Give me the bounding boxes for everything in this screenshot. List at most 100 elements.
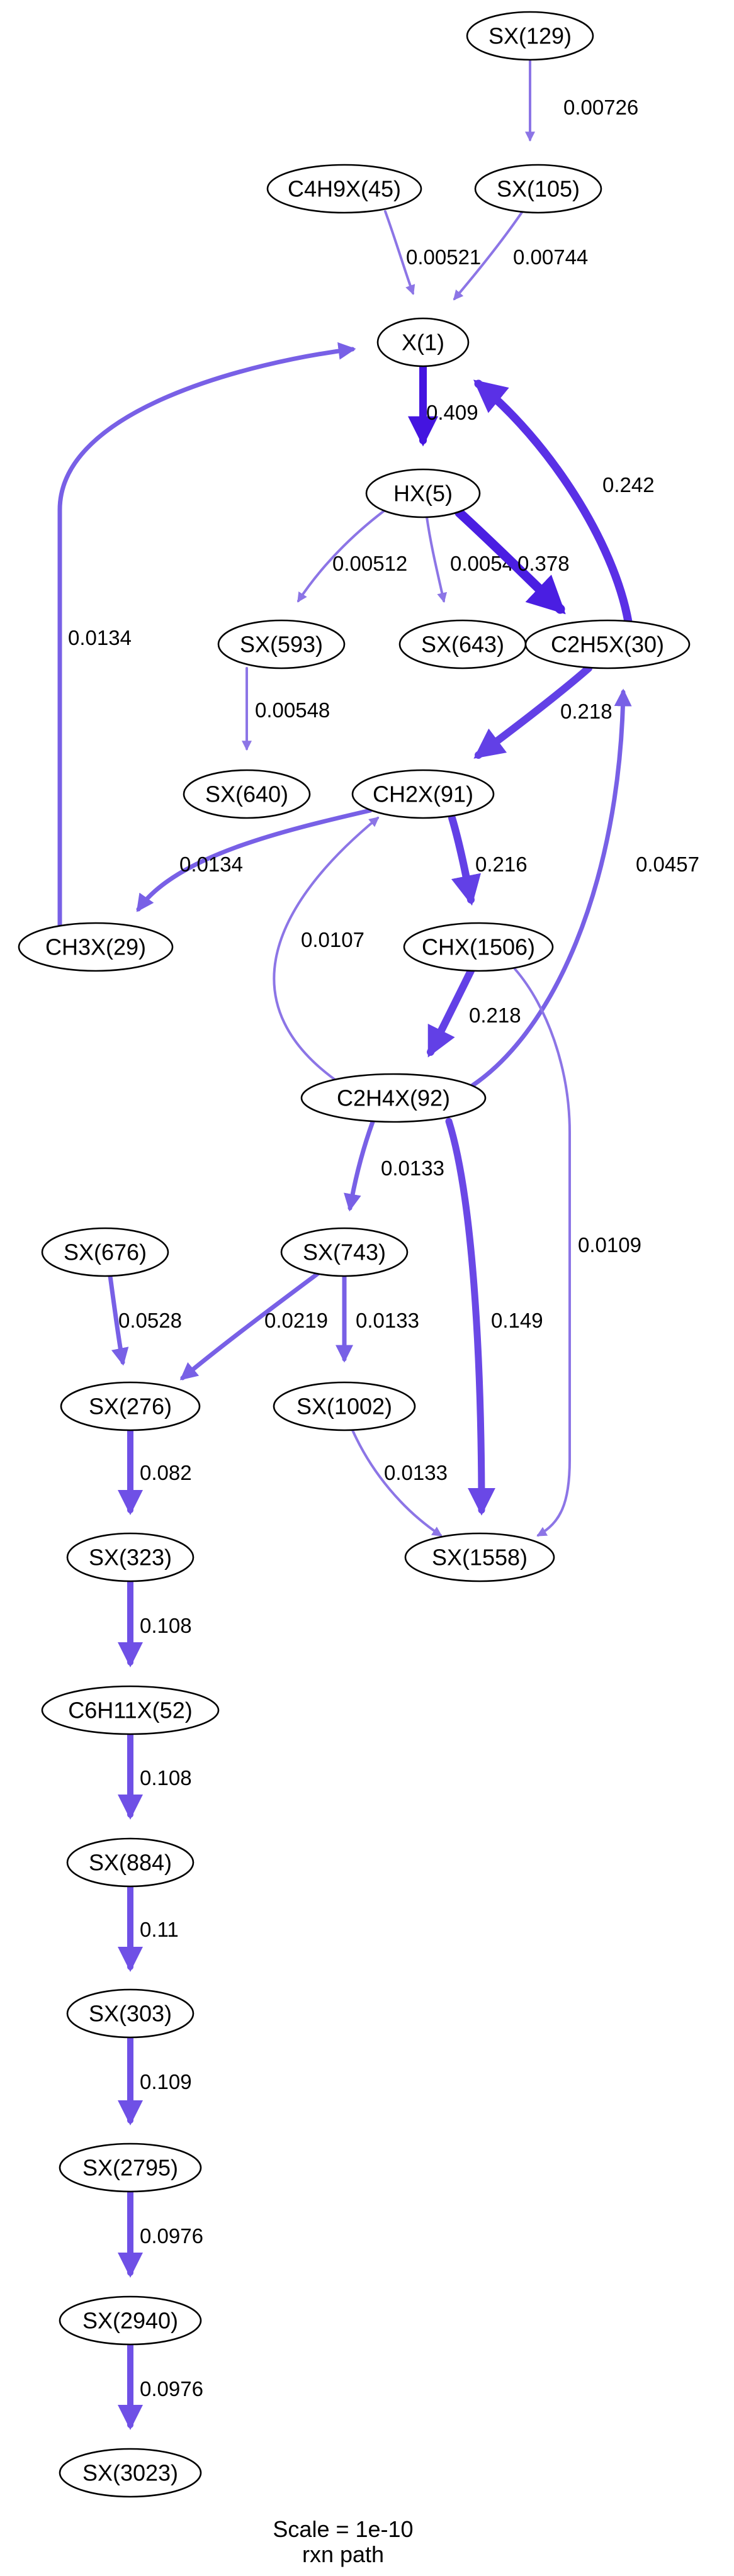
edge-arrow (473, 664, 592, 759)
node-sx276[interactable]: SX(276) (60, 1381, 201, 1431)
edge-c2h4x92-to-sx743: 0.0133 (344, 1119, 444, 1212)
node-sx743[interactable]: SX(743) (280, 1227, 409, 1277)
edge-arrow (297, 510, 385, 603)
node-sx1558[interactable]: SX(1558) (404, 1532, 555, 1582)
node-ellipse (404, 1532, 555, 1582)
node-ellipse (300, 1073, 487, 1123)
scale-caption: Scale = 1e-10 (273, 2516, 413, 2542)
node-label: CHX(1506) (422, 934, 535, 960)
node-ellipse (59, 2448, 202, 2498)
node-sx105[interactable]: SX(105) (474, 164, 602, 214)
edge-label: 0.149 (491, 1309, 543, 1332)
edge-sx2940-to-sx3023: 0.0976 (118, 2341, 203, 2430)
node-sx884[interactable]: SX(884) (66, 1837, 195, 1888)
edge-sx1002-to-sx1558: 0.0133 (351, 1429, 448, 1537)
edge-label: 0.0134 (68, 626, 132, 649)
edge-label: 0.00521 (406, 245, 481, 269)
node-sx1002[interactable]: SX(1002) (273, 1381, 416, 1431)
edge-arrow (108, 1274, 129, 1366)
edge-arrow (448, 814, 482, 906)
edge-arrow (273, 816, 380, 1087)
node-label: SX(643) (421, 632, 504, 658)
edge-arrow (460, 688, 632, 1094)
edge-label: 0.216 (475, 853, 528, 876)
edge-label: 0.0219 (264, 1309, 328, 1332)
node-ellipse (376, 317, 470, 367)
node-label: SX(593) (240, 632, 323, 658)
edge-label: 0.0133 (381, 1156, 444, 1180)
node-label: SX(105) (497, 176, 580, 202)
edge-label: 0.218 (469, 1004, 521, 1027)
node-ellipse (266, 164, 422, 214)
edge-label: 0.0457 (636, 853, 699, 876)
edge-label: 0.409 (426, 401, 478, 424)
edge-chx1506-to-sx1558: 0.0109 (514, 968, 641, 1537)
edge-arrow (445, 1117, 495, 1516)
node-sx676[interactable]: SX(676) (41, 1227, 169, 1277)
edge-label: 0.00726 (563, 96, 638, 119)
node-label: SX(3023) (82, 2460, 178, 2486)
node-sx129[interactable]: SX(129) (466, 11, 594, 61)
node-label: SX(303) (89, 2001, 172, 2027)
edge-arrow (453, 210, 524, 301)
node-sx323[interactable]: SX(323) (66, 1532, 195, 1582)
node-chx1506[interactable]: CHX(1506) (403, 922, 554, 972)
node-ellipse (273, 1381, 416, 1431)
edge-label: 0.11 (140, 1918, 179, 1941)
node-sx593[interactable]: SX(593) (217, 619, 346, 669)
edge-sx323-to-c6h11x52: 0.108 (118, 1578, 192, 1667)
node-label: C2H5X(30) (551, 632, 664, 658)
edge-label: 0.00512 (332, 552, 407, 575)
edge-sx593-to-sx640: 0.00548 (242, 667, 330, 751)
edge-arrow (344, 1119, 375, 1212)
node-label: SX(676) (64, 1240, 147, 1265)
edge-arrow (136, 808, 373, 912)
node-hx5[interactable]: HX(5) (365, 468, 481, 518)
node-sx3023[interactable]: SX(3023) (59, 2448, 202, 2498)
node-x1[interactable]: X(1) (376, 317, 470, 367)
edge-sx884-to-sx303: 0.11 (118, 1883, 179, 1972)
node-sx640[interactable]: SX(640) (183, 769, 311, 819)
edge-arrow (57, 342, 356, 929)
node-ch2x91[interactable]: CH2X(91) (351, 769, 495, 819)
node-label: X(1) (402, 330, 444, 356)
edge-label: 0.0976 (140, 2377, 203, 2400)
edge-c2h4x92-to-c2h5x30: 0.0457 (460, 688, 699, 1094)
edge-sx129-to-sx105: 0.00726 (525, 59, 638, 142)
node-sx2940[interactable]: SX(2940) (59, 2295, 202, 2346)
edge-label: 0.108 (140, 1614, 192, 1637)
node-ellipse (183, 769, 311, 819)
node-c2h5x30[interactable]: C2H5X(30) (524, 619, 691, 669)
node-label: SX(1558) (432, 1545, 528, 1571)
node-ellipse (41, 1685, 220, 1735)
node-ch3x29[interactable]: CH3X(29) (18, 922, 174, 972)
node-c2h4x92[interactable]: C2H4X(92) (300, 1073, 487, 1123)
node-ellipse (41, 1227, 169, 1277)
edge-sx676-to-sx276: 0.0528 (108, 1274, 182, 1366)
node-c6h11x52[interactable]: C6H11X(52) (41, 1685, 220, 1735)
node-sx303[interactable]: SX(303) (66, 1988, 195, 2039)
node-ellipse (66, 1532, 195, 1582)
edge-label: 0.082 (140, 1461, 192, 1484)
node-ellipse (66, 1837, 195, 1888)
edge-ch3x29-to-x1: 0.0134 (57, 342, 356, 929)
node-ellipse (365, 468, 481, 518)
edge-c2h4x92-to-ch2x91: 0.0107 (273, 816, 380, 1087)
edge-sx743-to-sx1002: 0.0133 (336, 1274, 419, 1363)
node-ellipse (280, 1227, 409, 1277)
edge-ch2x91-to-chx1506: 0.216 (448, 814, 528, 906)
edge-label: 0.00548 (255, 698, 330, 722)
edge-arrow (351, 1429, 443, 1537)
edge-label: 0.0133 (356, 1309, 419, 1332)
node-sx2795[interactable]: SX(2795) (59, 2142, 202, 2193)
edge-label: 0.108 (140, 1766, 192, 1789)
edge-label: 0.0976 (140, 2224, 203, 2248)
edge-label: 0.00744 (513, 245, 588, 269)
node-c4h9x45[interactable]: C4H9X(45) (266, 164, 422, 214)
node-label: CH2X(91) (373, 781, 473, 807)
node-ellipse (217, 619, 346, 669)
node-ellipse (59, 2295, 202, 2346)
node-sx643[interactable]: SX(643) (398, 619, 527, 669)
